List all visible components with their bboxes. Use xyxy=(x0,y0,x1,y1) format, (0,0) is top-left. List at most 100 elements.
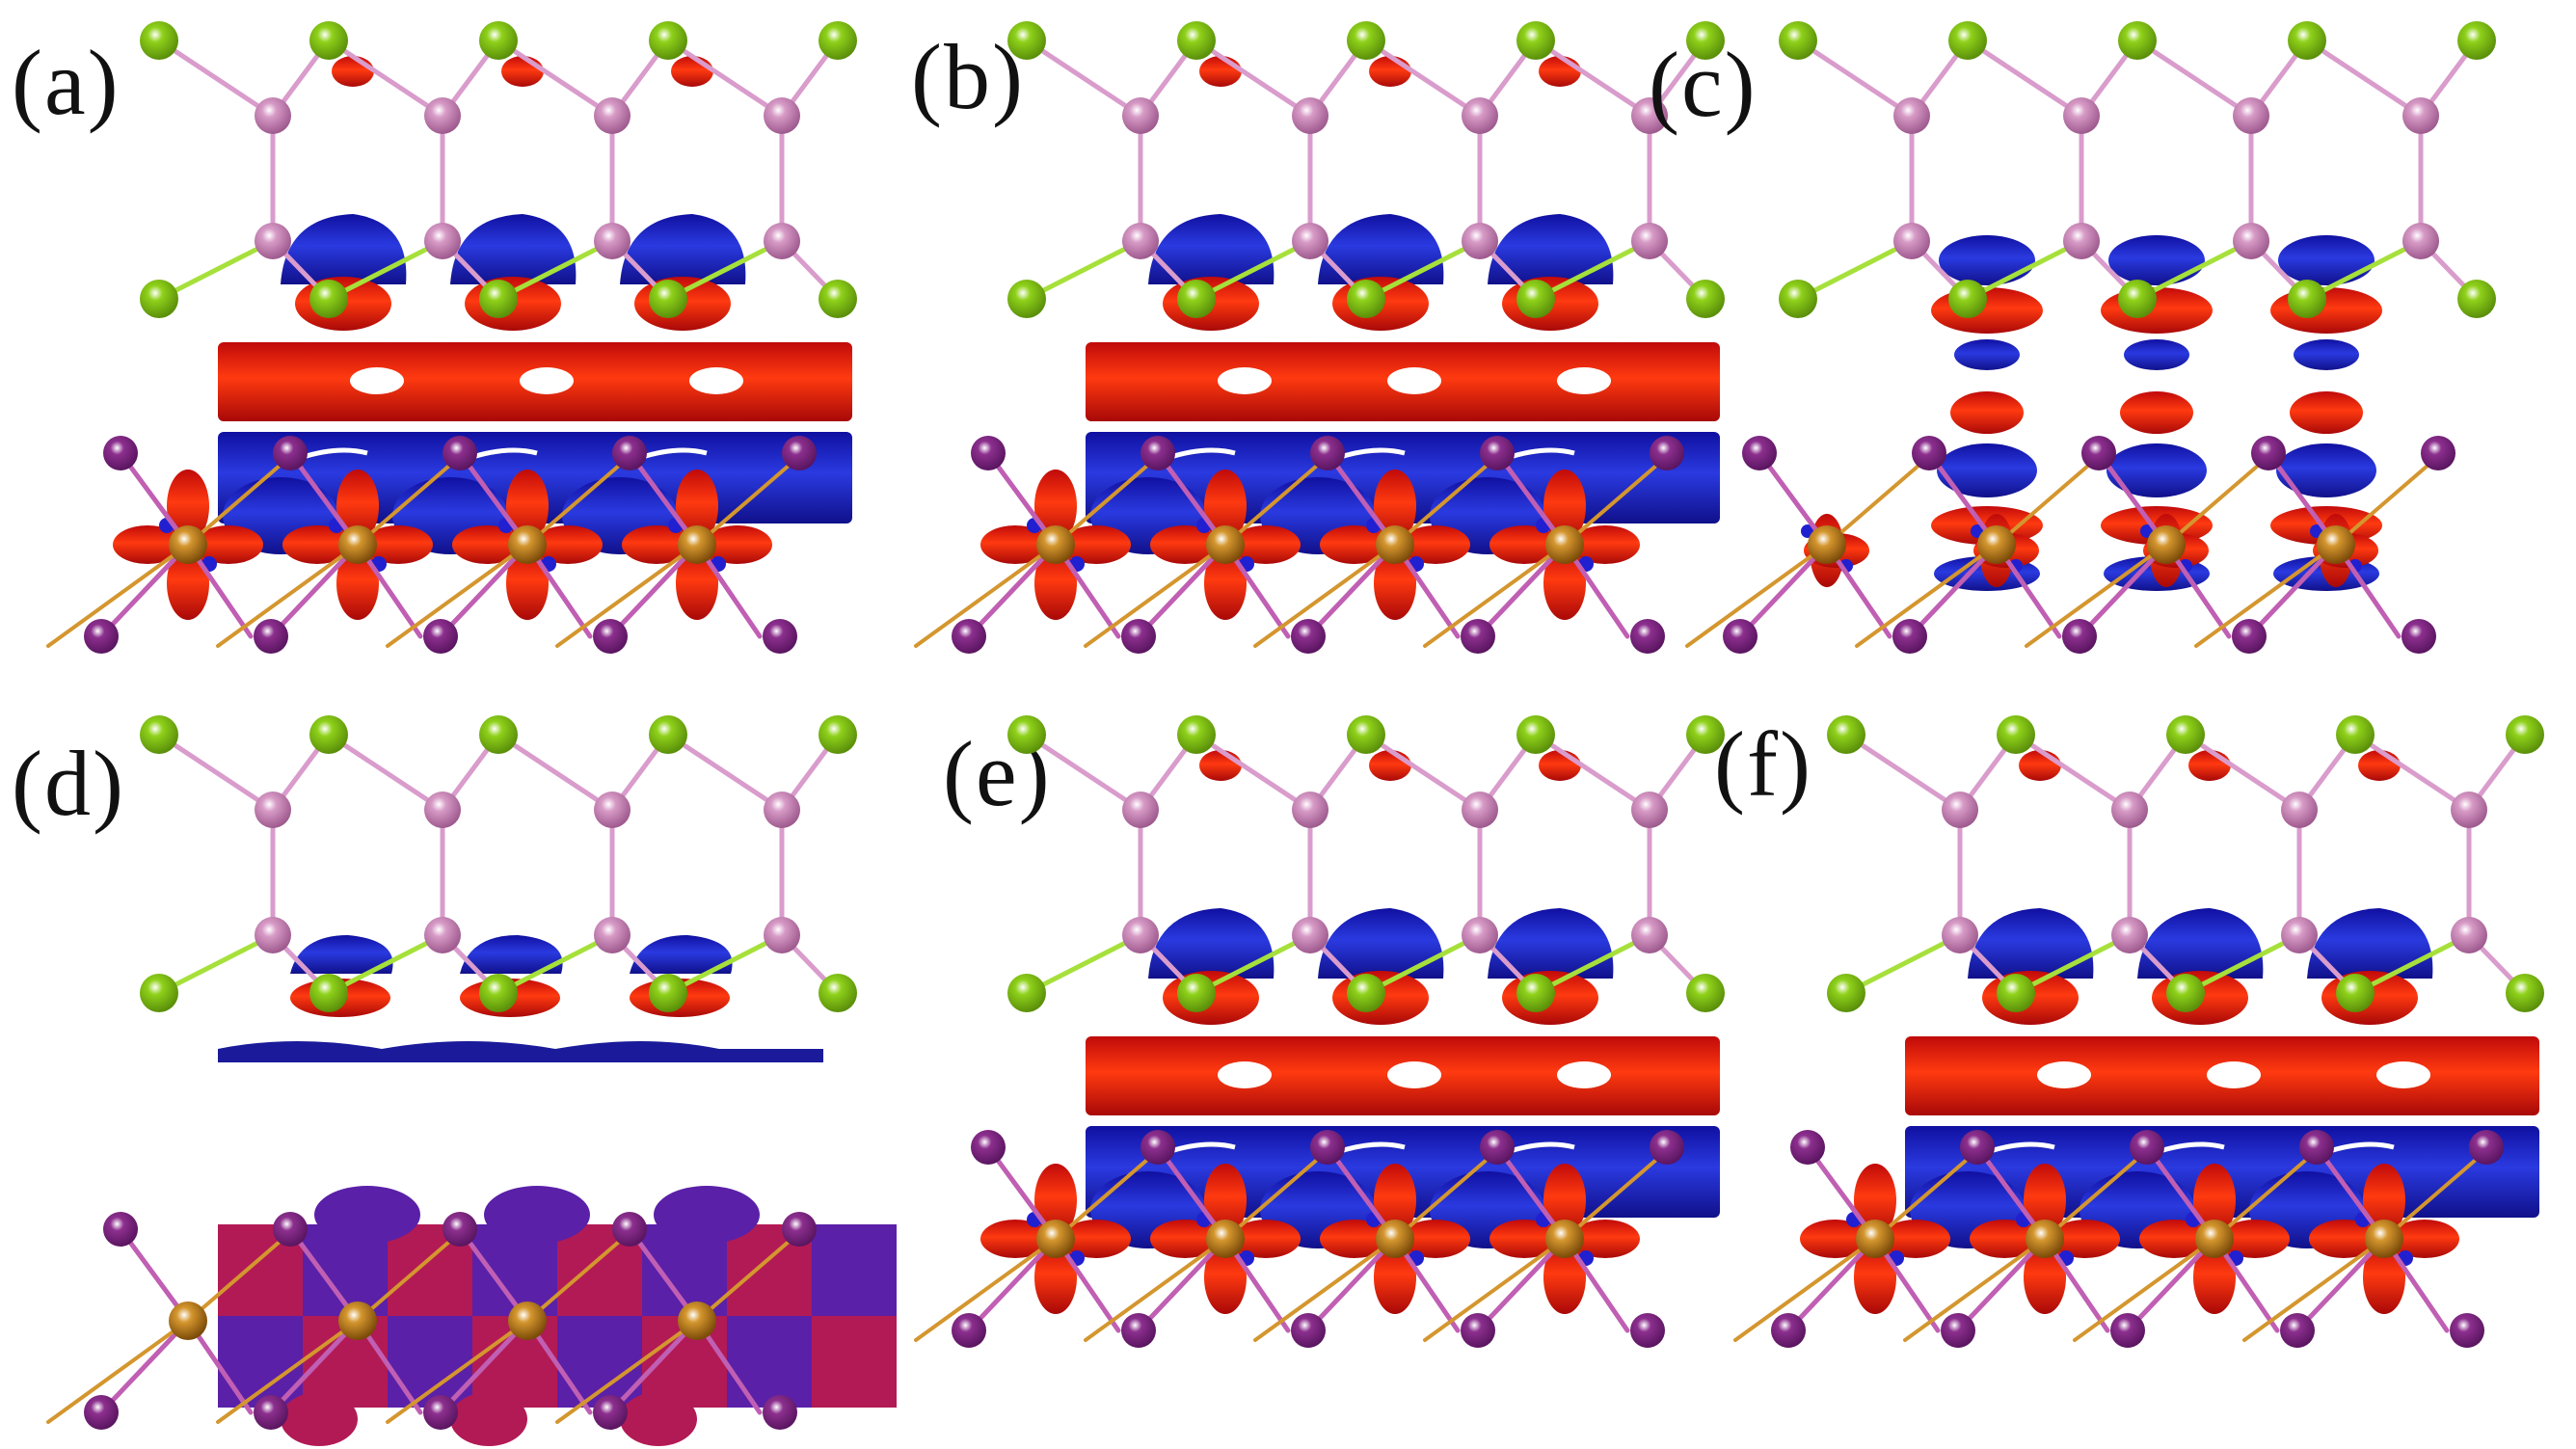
inner-atom xyxy=(594,792,631,828)
panel-label-c: (c) xyxy=(1649,33,1758,136)
edge-atom xyxy=(2118,21,2157,60)
edge-atom xyxy=(1347,280,1385,318)
metal-atom xyxy=(1545,1220,1584,1258)
isosurface-layer xyxy=(218,935,897,1446)
edge-atom xyxy=(1779,21,1817,60)
metal-atom xyxy=(508,1301,547,1340)
inner-atom xyxy=(424,917,461,953)
edge-atom xyxy=(1948,21,1987,60)
inner-atom xyxy=(1462,917,1498,953)
outer-atom xyxy=(782,436,817,470)
edge-atom xyxy=(479,974,518,1012)
metal-atom xyxy=(1036,1220,1075,1258)
outer-atom xyxy=(1941,1313,1975,1348)
outer-atom xyxy=(763,619,797,654)
panel-label-a: (a) xyxy=(12,31,121,134)
metal-atom xyxy=(2195,1220,2234,1258)
inner-atom xyxy=(2281,917,2318,953)
edge-atom xyxy=(649,974,687,1012)
outer-atom xyxy=(84,1395,119,1430)
structure-c xyxy=(1685,21,2496,654)
outer-atom xyxy=(2081,436,2116,470)
metal-atom xyxy=(2365,1220,2403,1258)
inner-atom xyxy=(1893,97,1930,134)
outer-atom xyxy=(593,619,628,654)
edge-atom xyxy=(1177,280,1216,318)
inner-atom xyxy=(1631,223,1668,259)
outer-atom xyxy=(1912,436,1946,470)
edge-atom xyxy=(1516,974,1555,1012)
edge-atom xyxy=(2288,21,2326,60)
edge-atom xyxy=(1516,21,1555,60)
inner-atom xyxy=(1292,97,1328,134)
outer-atom xyxy=(1630,1313,1665,1348)
inner-atom xyxy=(1631,97,1668,134)
metal-atom xyxy=(2026,1220,2064,1258)
edge-atom xyxy=(1779,280,1817,318)
inner-atom xyxy=(1462,792,1498,828)
structure-a xyxy=(46,21,857,654)
inner-atom xyxy=(1631,792,1668,828)
metal-atom xyxy=(1977,525,2016,564)
outer-atom xyxy=(952,619,986,654)
outer-atom xyxy=(971,436,1006,470)
atom-layer xyxy=(1771,715,2544,1348)
isosurface-layer xyxy=(1800,750,2539,1314)
metal-atom xyxy=(1808,525,1846,564)
outer-atom xyxy=(1140,1130,1175,1165)
metal-atom xyxy=(678,525,716,564)
outer-atom xyxy=(971,1130,1006,1165)
inner-atom xyxy=(255,223,291,259)
edge-atom xyxy=(1516,715,1555,754)
inner-atom xyxy=(2402,97,2439,134)
outer-atom xyxy=(1291,1313,1326,1348)
structure-f xyxy=(1733,715,2544,1348)
atom-layer xyxy=(952,715,1725,1348)
isosurface-layer xyxy=(113,56,852,620)
inner-atom xyxy=(1122,97,1159,134)
edge-atom xyxy=(1948,280,1987,318)
outer-atom xyxy=(1461,1313,1495,1348)
edge-atom xyxy=(1177,715,1216,754)
panel-label-d: (d) xyxy=(12,732,125,835)
outer-atom xyxy=(443,436,477,470)
atom-layer xyxy=(84,21,857,654)
isosurface-layer xyxy=(980,56,1720,620)
edge-atom xyxy=(818,21,857,60)
outer-atom xyxy=(1121,619,1156,654)
inner-atom xyxy=(2063,97,2100,134)
outer-atom xyxy=(1650,1130,1684,1165)
edge-atom xyxy=(649,280,687,318)
edge-atom xyxy=(2118,280,2157,318)
inner-atom xyxy=(594,917,631,953)
outer-atom xyxy=(1723,619,1758,654)
metal-atom xyxy=(338,525,377,564)
edge-atom xyxy=(1177,974,1216,1012)
outer-atom xyxy=(2280,1313,2315,1348)
outer-atom xyxy=(103,1212,138,1247)
isosurface-layer xyxy=(980,750,1720,1314)
inner-atom xyxy=(1122,223,1159,259)
outer-atom xyxy=(763,1395,797,1430)
outer-atom xyxy=(423,619,458,654)
inner-atom xyxy=(764,223,800,259)
edge-atom xyxy=(1007,715,1046,754)
inner-atom xyxy=(1462,97,1498,134)
outer-atom xyxy=(1960,1130,1995,1165)
edge-atom xyxy=(479,21,518,60)
outer-atom xyxy=(1310,1130,1345,1165)
outer-atom xyxy=(423,1395,458,1430)
metal-atom xyxy=(508,525,547,564)
outer-atom xyxy=(1461,619,1495,654)
edge-atom xyxy=(1347,974,1385,1012)
edge-atom xyxy=(818,974,857,1012)
outer-atom xyxy=(2402,619,2436,654)
inner-atom xyxy=(2451,792,2487,828)
edge-atom xyxy=(140,974,178,1012)
edge-atom xyxy=(479,715,518,754)
atom-layer xyxy=(84,715,857,1430)
inner-atom xyxy=(1942,792,1978,828)
inner-atom xyxy=(1893,223,1930,259)
outer-atom xyxy=(2130,1130,2164,1165)
metal-atom xyxy=(1206,1220,1245,1258)
